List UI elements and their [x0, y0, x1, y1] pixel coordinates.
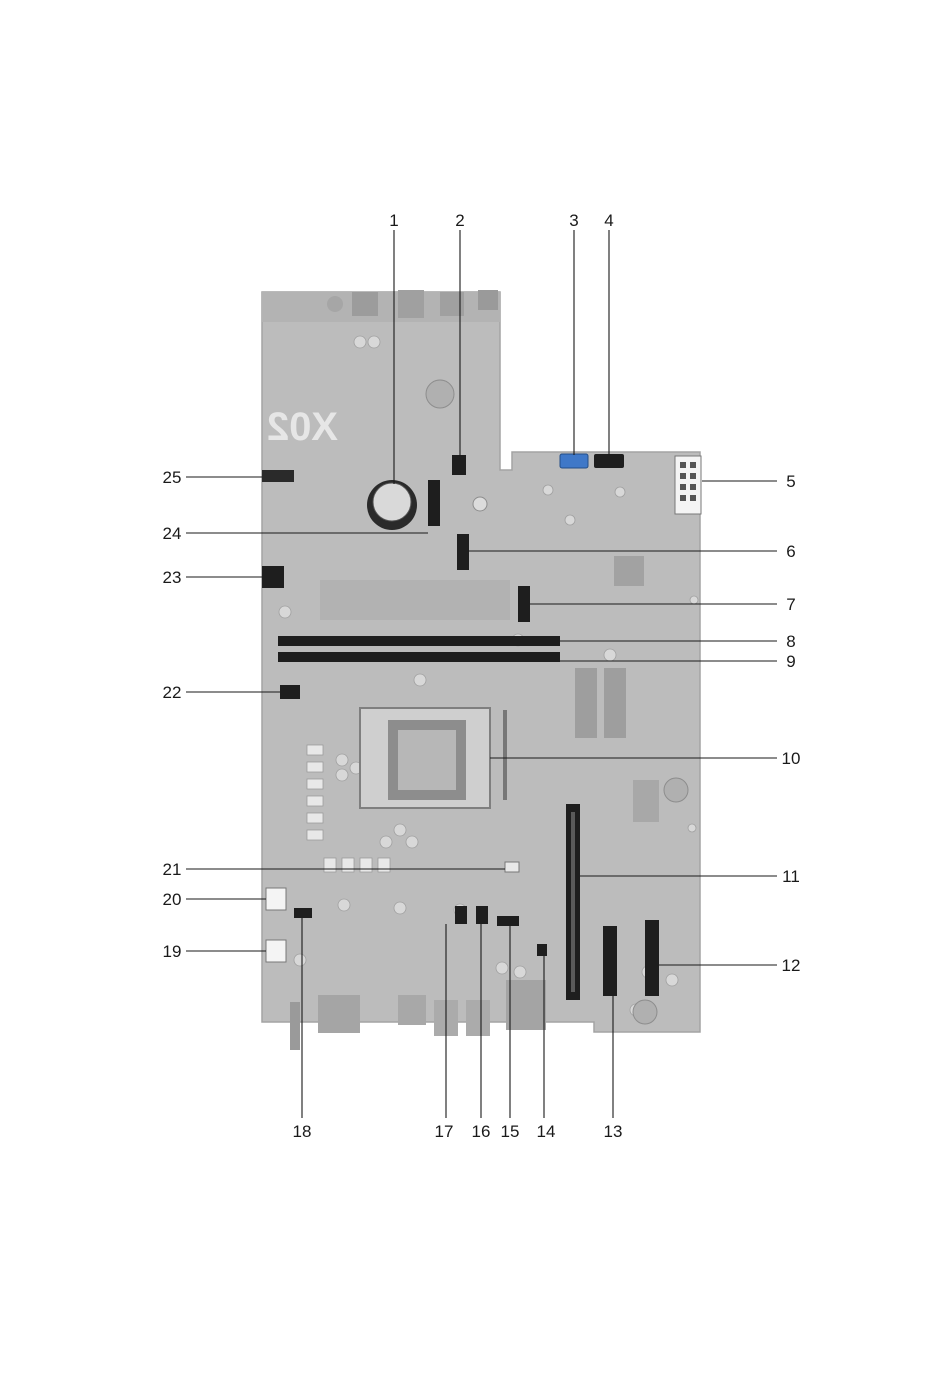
sata-connector-blue [560, 454, 588, 468]
rear-usb-port [398, 290, 424, 318]
rear-usb-port [352, 292, 378, 316]
callout-6: 6 [786, 542, 795, 561]
power-connector-19 [266, 940, 286, 962]
mounting-hole [633, 1000, 657, 1024]
mounting-hole [426, 380, 454, 408]
dimm-slot-9 [278, 652, 560, 662]
header-21 [505, 862, 519, 872]
header-17 [455, 906, 467, 924]
coin-cell-battery-top [373, 483, 411, 521]
rear-port [478, 290, 498, 310]
callout-22: 22 [163, 683, 182, 702]
header-14 [537, 944, 547, 956]
callout-7: 7 [786, 595, 795, 614]
callout-5: 5 [786, 472, 795, 491]
callout-13: 13 [604, 1122, 623, 1141]
power-connector-20 [266, 888, 286, 910]
callout-9: 9 [786, 652, 795, 671]
mounting-hole [664, 778, 688, 802]
pcie-slot-13 [603, 926, 617, 996]
callout-14: 14 [537, 1122, 556, 1141]
pcie-x16-slot-inner [571, 812, 575, 992]
front-panel-header [262, 470, 294, 482]
header-15 [497, 916, 519, 926]
callout-16: 16 [472, 1122, 491, 1141]
front-port-block [506, 980, 546, 1030]
callout-18: 18 [293, 1122, 312, 1141]
dimm-slot-8 [278, 636, 560, 646]
callout-4: 4 [604, 211, 613, 230]
callout-2: 2 [455, 211, 464, 230]
cpu-socket-pins [398, 730, 456, 790]
callout-19: 19 [163, 942, 182, 961]
callout-23: 23 [163, 568, 182, 587]
callout-1: 1 [389, 211, 398, 230]
callout-25: 25 [163, 468, 182, 487]
m2-slot-24 [428, 480, 440, 526]
callout-21: 21 [163, 860, 182, 879]
sata-connector-black [594, 454, 624, 468]
header-16 [476, 906, 488, 924]
callout-20: 20 [163, 890, 182, 909]
callout-10: 10 [782, 749, 801, 768]
callout-24: 24 [163, 524, 182, 543]
front-usb-port [466, 1000, 490, 1036]
callout-12: 12 [782, 956, 801, 975]
callout-15: 15 [501, 1122, 520, 1141]
callout-11: 11 [782, 867, 800, 886]
fan-header-2 [452, 455, 466, 475]
fan-header-22 [280, 685, 300, 699]
mounting-hole [473, 497, 487, 511]
callout-8: 8 [786, 632, 795, 651]
rear-io-area [262, 292, 500, 322]
rear-audio-jack [327, 296, 343, 312]
board-model-silkscreen: X02 [267, 405, 338, 449]
front-usb-port [398, 995, 426, 1025]
m2-slot-7 [518, 586, 530, 622]
callout-17: 17 [435, 1122, 454, 1141]
m2-slot-6 [457, 534, 469, 570]
front-audio-block [318, 995, 360, 1033]
cpu-power-connector [262, 566, 284, 588]
front-jack [290, 1002, 300, 1050]
m2-drive-area [320, 580, 510, 620]
callout-3: 3 [569, 211, 578, 230]
pcie-slot-12 [645, 920, 659, 996]
atx-power-connector [675, 456, 701, 514]
header-18 [294, 908, 312, 918]
